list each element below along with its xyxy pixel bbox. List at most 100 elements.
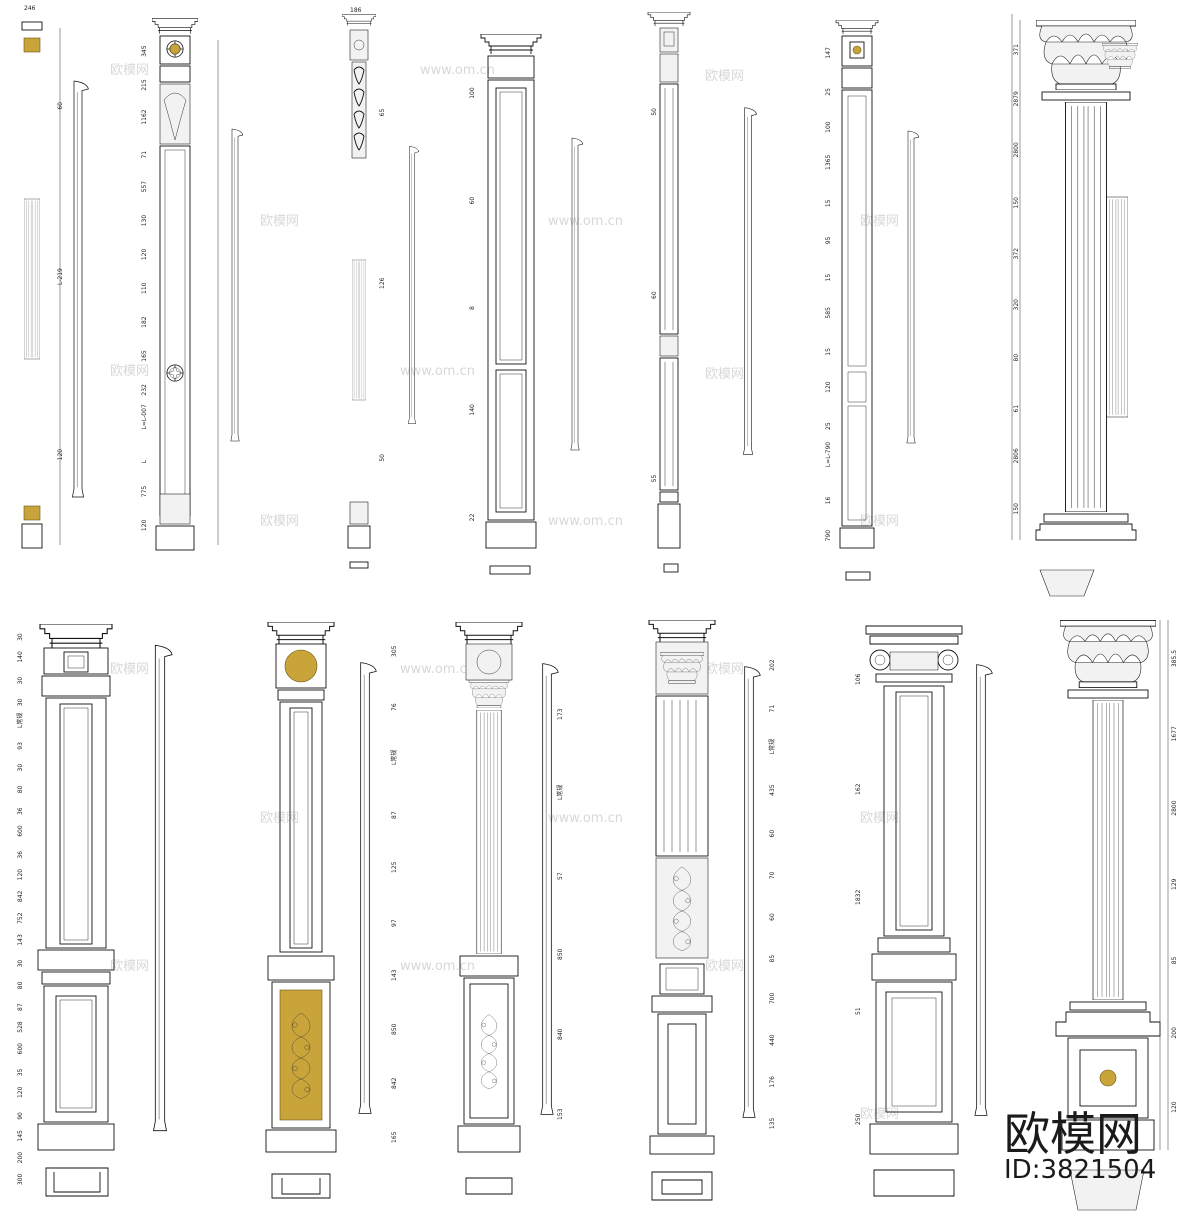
dimension-label: 16 [825, 496, 832, 504]
dimension-label: 140 [469, 404, 476, 416]
watermark-url: www.om.cn [400, 959, 475, 974]
dimension-label: 182 [141, 316, 148, 328]
dimension-label: 2806 [1013, 448, 1020, 463]
dimension-label: 840 [557, 1028, 564, 1040]
dimension-label: 120 [141, 519, 148, 531]
watermark-brand: 欧模网 [860, 514, 899, 529]
dimension-label: 145 [17, 1130, 24, 1142]
dimension-label: 2879 [1013, 91, 1020, 106]
dimension-label: 162 [855, 783, 862, 795]
watermark-brand: 欧模网 [705, 367, 744, 382]
dimension-label: 585 [825, 307, 832, 319]
watermark-brand: 欧模网 [260, 214, 299, 229]
dimension-label: 250 [855, 1113, 862, 1125]
watermark-url: www.om.cn [400, 364, 475, 379]
dimension-label: 135 [769, 1118, 776, 1130]
watermark-brand: 欧模网 [260, 811, 299, 826]
gold-capital-ornament [23, 37, 41, 53]
dimension-label: 30 [17, 677, 24, 685]
dimension-label: 30 [17, 698, 24, 706]
column-4-elevation [480, 34, 584, 575]
dimension-label: 126 [379, 277, 386, 289]
column-d4-elevation [648, 620, 761, 1201]
dimension-label: 60 [57, 102, 64, 110]
watermark-url: www.om.cn [548, 811, 623, 826]
dimension-label: L=L-007 [141, 404, 148, 429]
dimension-labels: 24660L-219120345215116271557130120110182… [16, 5, 1178, 1185]
dimension-label: 1677 [1171, 726, 1178, 741]
dimension-label: 600 [17, 825, 24, 837]
dimension-label: 700 [769, 993, 776, 1005]
dimension-label: 50 [379, 454, 386, 462]
column-d1-elevation [37, 624, 173, 1197]
dimension-label: 125 [391, 861, 398, 873]
watermark-url: www.om.cn [548, 214, 623, 229]
dimension-label: 752 [17, 912, 24, 924]
dimension-label: 320 [1013, 299, 1020, 311]
dimension-label: 232 [141, 384, 148, 396]
dimension-label: 850 [391, 1023, 398, 1035]
dimension-label: 90 [17, 1112, 24, 1120]
dimension-label: 15 [825, 274, 832, 282]
dimension-label: 200 [17, 1152, 24, 1164]
dimension-label: 100 [469, 87, 476, 99]
dimension-label: 87 [17, 1003, 24, 1011]
dimension-width-label: 246 [24, 5, 36, 12]
dimension-label: 215 [141, 79, 148, 91]
watermark-url: www.om.cn [400, 662, 475, 677]
column-d6-corinthian-elevation [1055, 620, 1169, 1211]
gold-cartouche-ornament [284, 649, 318, 683]
dimension-label: 15 [825, 199, 832, 207]
dimension-label: 60 [769, 830, 776, 838]
dimension-label: 1365 [825, 155, 832, 170]
dimension-label: 71 [141, 151, 148, 159]
dimension-label: 50 [651, 108, 658, 116]
dimension-label: L常规 [556, 785, 564, 800]
dimension-label: 1832 [855, 890, 862, 905]
dimension-label: 15 [825, 348, 832, 356]
dimension-label: 129 [1171, 878, 1178, 890]
dimension-label: 80 [17, 785, 24, 793]
dimension-label: 30 [17, 633, 24, 641]
dimension-label: 165 [141, 350, 148, 362]
dimension-label: 36 [17, 807, 24, 815]
watermark-brand: 欧模网 [705, 959, 744, 974]
dimension-label: 120 [17, 869, 24, 881]
dimension-label: 30 [17, 960, 24, 968]
dimension-label: 120 [17, 1086, 24, 1098]
watermark-brand: 欧模网 [705, 662, 744, 677]
dimension-label: 60 [469, 197, 476, 205]
dimension-label: 345 [141, 45, 148, 57]
dimension-label: 110 [141, 282, 148, 294]
watermark-brand: 欧模网 [110, 662, 149, 677]
row-2-columns [37, 620, 1169, 1211]
dimension-width-label: 186 [350, 7, 362, 14]
dimension-label: 8 [469, 306, 476, 310]
dimension-label: 557 [141, 181, 148, 193]
dimension-label: 61 [1013, 405, 1020, 413]
column-2-elevation [152, 18, 244, 551]
dimension-label: 120 [57, 449, 64, 461]
dimension-label: 435 [769, 784, 776, 796]
watermark-url: www.om.cn [420, 63, 495, 78]
dimension-label: L-219 [57, 268, 64, 285]
dimension-label: 842 [391, 1077, 398, 1089]
column-1-elevation [21, 21, 89, 549]
dimension-label: 165 [391, 1131, 398, 1143]
dimension-label: 25 [825, 88, 832, 96]
dimension-label: 600 [17, 1043, 24, 1055]
dimension-label: 842 [17, 890, 24, 902]
dimension-label: 440 [769, 1034, 776, 1046]
dimension-label: 71 [769, 705, 776, 713]
dimension-label: 57 [557, 872, 564, 880]
watermark-brand: 欧模网 [705, 69, 744, 84]
watermark-brand: 欧模网 [860, 1107, 899, 1122]
dimension-label: 70 [769, 871, 776, 879]
dimension-label: L=L-790 [825, 442, 832, 467]
dimension-label: 173 [557, 708, 564, 720]
column-d5-ionic-elevation [865, 625, 993, 1197]
dimension-label: 36 [17, 851, 24, 859]
dimension-label: 150 [1013, 197, 1020, 209]
dimension-label: 300 [17, 1173, 24, 1185]
dimension-label: 80 [17, 981, 24, 989]
